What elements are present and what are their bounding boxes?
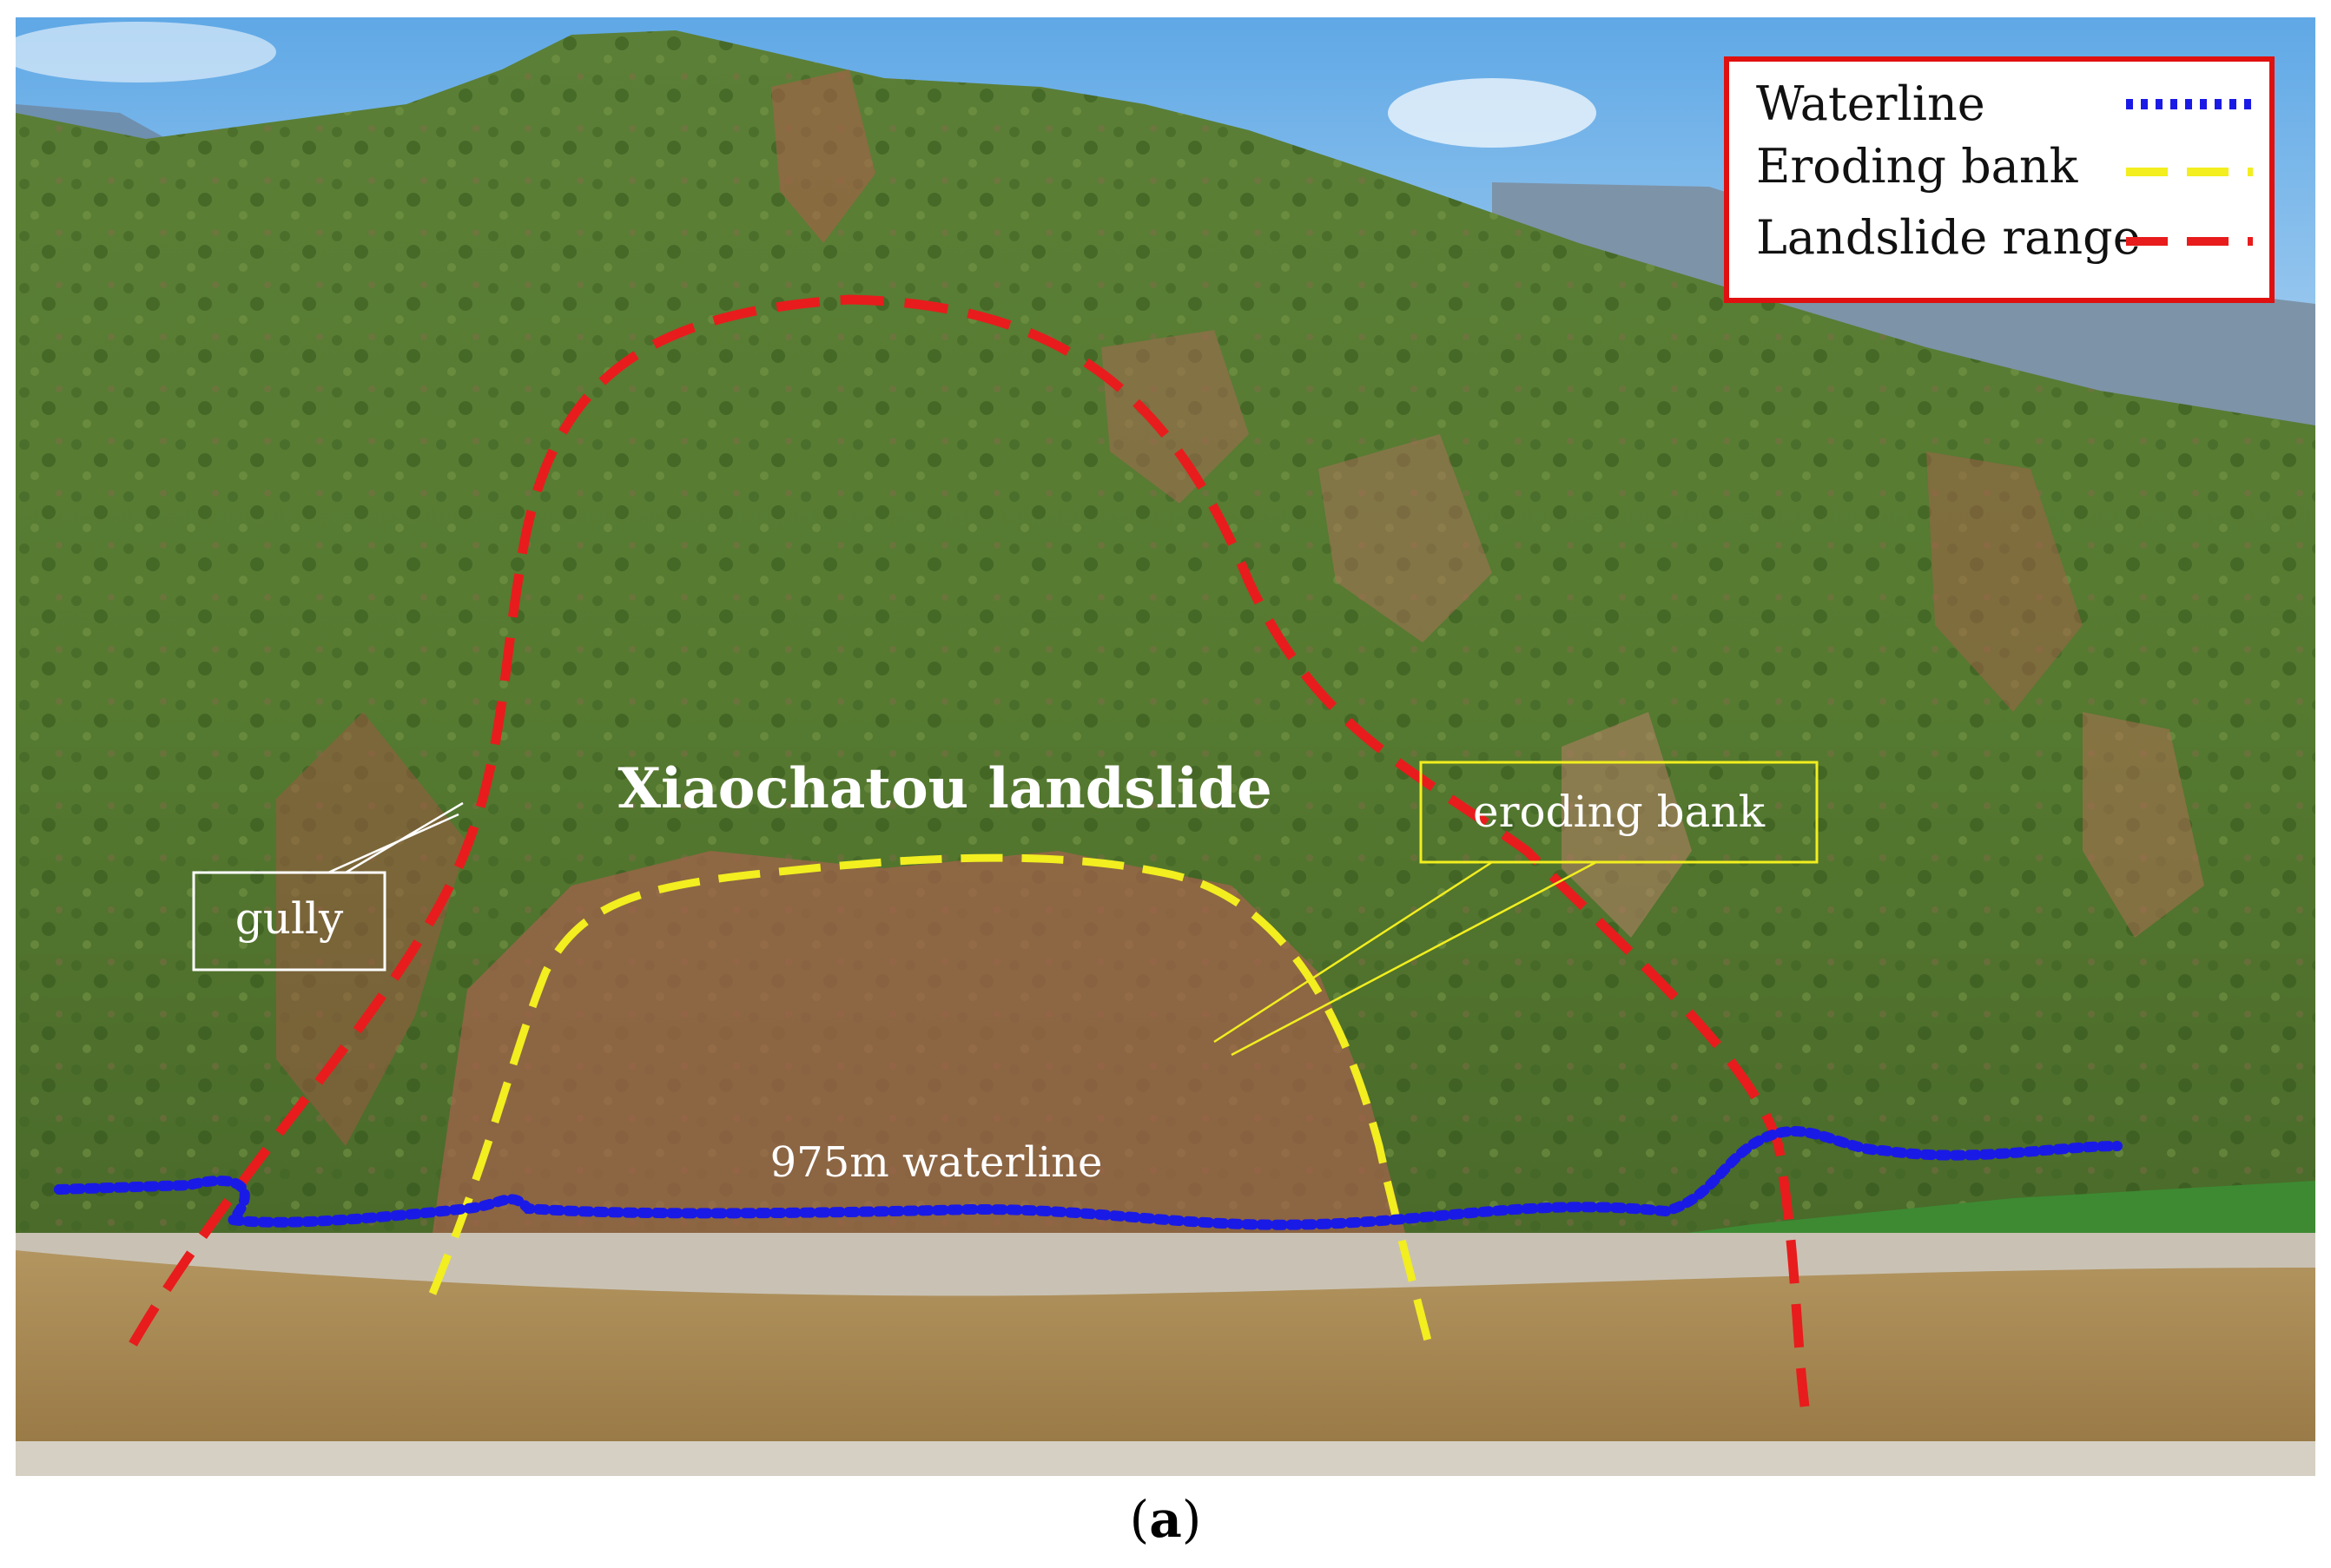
caption-close: ) — [1181, 1490, 1202, 1549]
gully-label-box — [192, 871, 386, 972]
eroded-slope — [433, 851, 1405, 1233]
river — [16, 1250, 2315, 1441]
soil-patch — [1926, 451, 2083, 712]
soil-patch — [1562, 712, 1692, 938]
eroding-bank-label-box — [1419, 761, 1819, 864]
eroding-bank-callout: eroding bank — [1213, 761, 1819, 1057]
gully-label: gully — [235, 893, 344, 944]
gravel-bar — [16, 1441, 2315, 1476]
gully-soil — [276, 712, 467, 1146]
soil-patch — [771, 69, 875, 243]
caption-open: ( — [1129, 1490, 1150, 1549]
waterline-line — [54, 1126, 2123, 1230]
cloud — [16, 22, 276, 82]
landslide-title: Xiaochatou landslide — [617, 756, 1271, 821]
eroding-bank-label: eroding bank — [1473, 787, 1766, 837]
caption-letter: a — [1149, 1490, 1182, 1549]
legend: Waterline Eroding bank Landslide range — [1724, 56, 2275, 303]
landslide-photo: Xiaochatou landslide 975m waterline gull… — [16, 17, 2315, 1476]
photo-canvas: Xiaochatou landslide 975m waterline gull… — [16, 17, 2315, 1476]
waterline-label: 975m waterline — [770, 1138, 1103, 1187]
legend-label-eroding-bank: Eroding bank — [1756, 139, 2079, 194]
figure-caption: (a) — [0, 1490, 2331, 1551]
soil-patch — [1101, 330, 1249, 504]
soil-patch — [2083, 712, 2204, 938]
legend-label-landslide-range: Landslide range — [1756, 210, 2141, 265]
eroding-bank-line — [428, 853, 1436, 1356]
gully-callout: gully — [192, 801, 464, 972]
eroding-bank-pointer — [1213, 860, 1597, 1057]
legend-label-waterline: Waterline — [1756, 76, 1985, 131]
gully-pointer — [327, 801, 464, 874]
legend-box — [1724, 56, 2275, 303]
soil-patch — [1318, 434, 1492, 642]
cloud — [1388, 78, 1596, 148]
